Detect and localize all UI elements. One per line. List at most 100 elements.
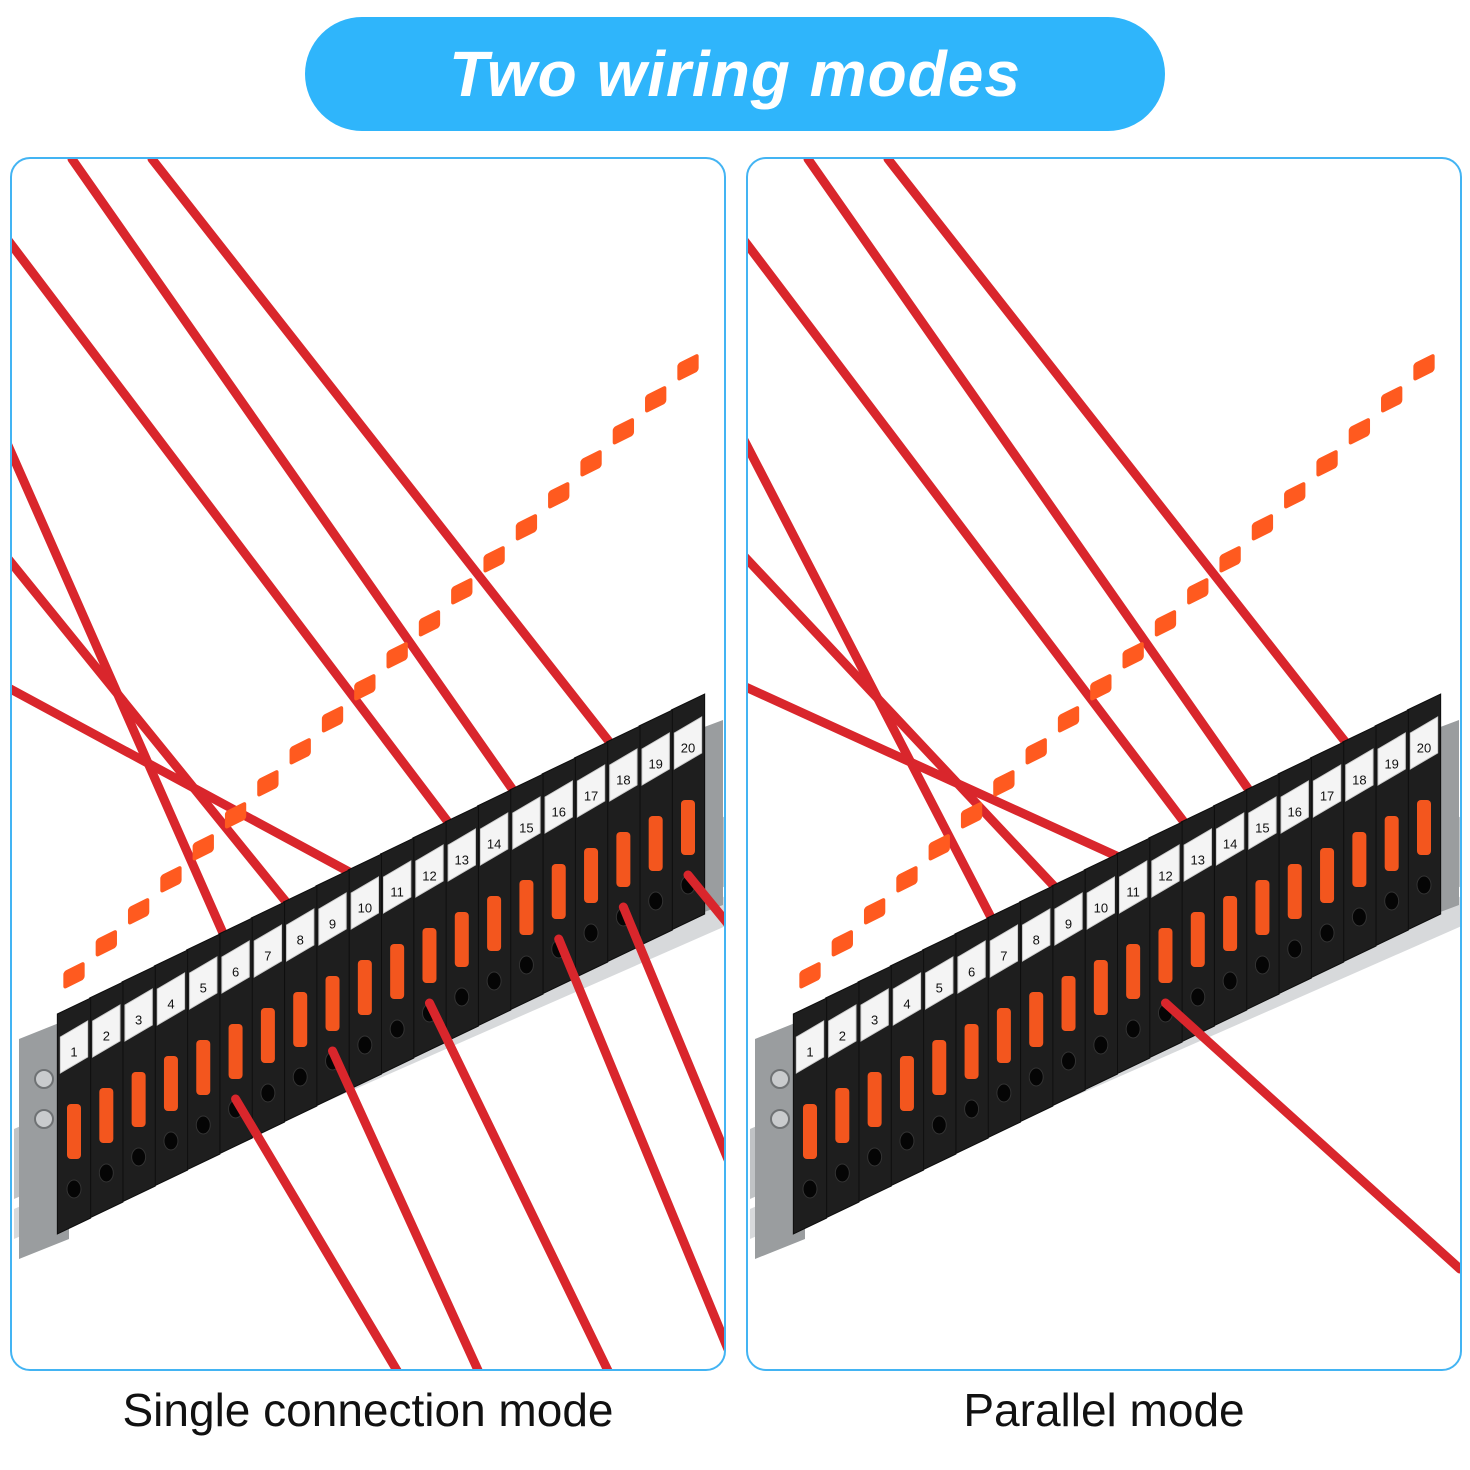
red-wire bbox=[424, 998, 613, 1369]
lever-front bbox=[196, 1040, 211, 1095]
wire-entry-hole bbox=[1416, 875, 1432, 895]
terminal-module: 9 bbox=[315, 706, 350, 1107]
lever-front bbox=[390, 944, 405, 999]
label-tag bbox=[447, 828, 476, 882]
red-wire bbox=[231, 1094, 402, 1369]
terminal-label: 6 bbox=[968, 964, 975, 979]
terminal-module: 15 bbox=[1245, 514, 1280, 1011]
terminal-module: 10 bbox=[1083, 674, 1118, 1091]
terminal-label: 20 bbox=[681, 740, 695, 755]
terminal-label: 19 bbox=[1384, 756, 1398, 771]
lever-top bbox=[799, 962, 821, 989]
lever-top bbox=[1348, 418, 1371, 445]
label-tag bbox=[609, 748, 638, 802]
terminal-label: 5 bbox=[936, 980, 943, 995]
terminal-module: 10 bbox=[347, 674, 382, 1091]
wire-entry-hole bbox=[899, 1131, 915, 1151]
terminal-module: 15 bbox=[509, 514, 544, 1011]
lever-front bbox=[1061, 976, 1076, 1031]
wire-entry-hole bbox=[834, 1163, 850, 1183]
terminal-module: 6 bbox=[218, 802, 253, 1155]
screw bbox=[34, 1109, 54, 1129]
lever-front bbox=[1126, 944, 1141, 999]
lever-front bbox=[681, 800, 695, 855]
terminal-label: 12 bbox=[1158, 868, 1172, 883]
screw bbox=[770, 1109, 790, 1129]
lever-front bbox=[357, 960, 372, 1015]
red-wire bbox=[748, 553, 1064, 896]
label-tag bbox=[286, 908, 315, 962]
terminal-label: 10 bbox=[358, 900, 372, 915]
terminal-label: 16 bbox=[552, 804, 566, 819]
terminal-label: 16 bbox=[1288, 804, 1302, 819]
terminal-label: 4 bbox=[167, 996, 174, 1011]
red-wire bbox=[803, 159, 1257, 800]
lever-top bbox=[1381, 386, 1403, 413]
title-banner: Two wiring modes bbox=[305, 17, 1165, 131]
lever-top bbox=[451, 578, 473, 605]
terminal-label: 15 bbox=[1255, 820, 1269, 835]
label-tag bbox=[544, 780, 573, 834]
wire-entry-hole bbox=[260, 1083, 276, 1103]
lever-top bbox=[928, 834, 950, 861]
label-tag bbox=[957, 940, 986, 994]
wire-entry-hole bbox=[454, 987, 470, 1007]
lever-front bbox=[1384, 816, 1399, 871]
terminal-module: 11 bbox=[1116, 642, 1151, 1075]
lever-front bbox=[899, 1056, 914, 1111]
lever-top bbox=[224, 802, 247, 829]
red-wire bbox=[748, 237, 1193, 832]
label-tag bbox=[828, 1004, 857, 1058]
terminal-label: 18 bbox=[1352, 772, 1366, 787]
page-title: Two wiring modes bbox=[449, 38, 1021, 110]
label-tag bbox=[892, 972, 922, 1026]
label-tag bbox=[860, 988, 889, 1042]
wire-entry-hole bbox=[1190, 987, 1206, 1007]
lever-top bbox=[831, 930, 853, 957]
lever-top bbox=[1187, 578, 1209, 605]
terminal-module: 19 bbox=[638, 386, 673, 947]
lever-top bbox=[896, 866, 918, 893]
lever-front bbox=[422, 928, 437, 983]
lever-top bbox=[354, 674, 376, 701]
terminal-module: 9 bbox=[1051, 706, 1086, 1107]
terminal-module: 16 bbox=[541, 482, 576, 995]
wire-entry-hole bbox=[1254, 955, 1270, 975]
terminal-label: 14 bbox=[487, 836, 501, 851]
lever-top bbox=[289, 738, 311, 765]
lever-top bbox=[863, 898, 886, 925]
wire-entry-hole bbox=[931, 1115, 947, 1135]
red-wire bbox=[147, 159, 618, 752]
red-wire bbox=[12, 237, 457, 832]
lever-top bbox=[612, 418, 635, 445]
lever-top bbox=[63, 962, 85, 989]
lever-front bbox=[1223, 896, 1238, 951]
wire-entry-hole bbox=[292, 1067, 308, 1087]
terminal-label: 2 bbox=[839, 1028, 846, 1043]
terminal-label: 17 bbox=[1320, 788, 1334, 803]
label-tag bbox=[1377, 732, 1406, 786]
lever-front bbox=[487, 896, 502, 951]
terminal-label: 19 bbox=[648, 756, 662, 771]
lever-front bbox=[293, 992, 308, 1047]
lever-front bbox=[1287, 864, 1302, 919]
terminal-label: 5 bbox=[200, 980, 207, 995]
terminal-label: 20 bbox=[1417, 740, 1431, 755]
label-tag bbox=[1312, 764, 1342, 818]
label-tag bbox=[673, 716, 703, 770]
label-tag bbox=[221, 940, 250, 994]
terminal-label: 15 bbox=[519, 820, 533, 835]
label-tag bbox=[1248, 796, 1277, 850]
lever-front bbox=[867, 1072, 882, 1127]
label-tag bbox=[1054, 892, 1083, 946]
terminal-module: 18 bbox=[1342, 418, 1377, 963]
screw bbox=[770, 1069, 790, 1089]
terminal-label: 9 bbox=[329, 916, 336, 931]
terminal-module: 7 bbox=[250, 770, 286, 1139]
lever-front bbox=[616, 832, 631, 887]
label-tag bbox=[512, 796, 541, 850]
terminal-module: 11 bbox=[380, 642, 415, 1075]
